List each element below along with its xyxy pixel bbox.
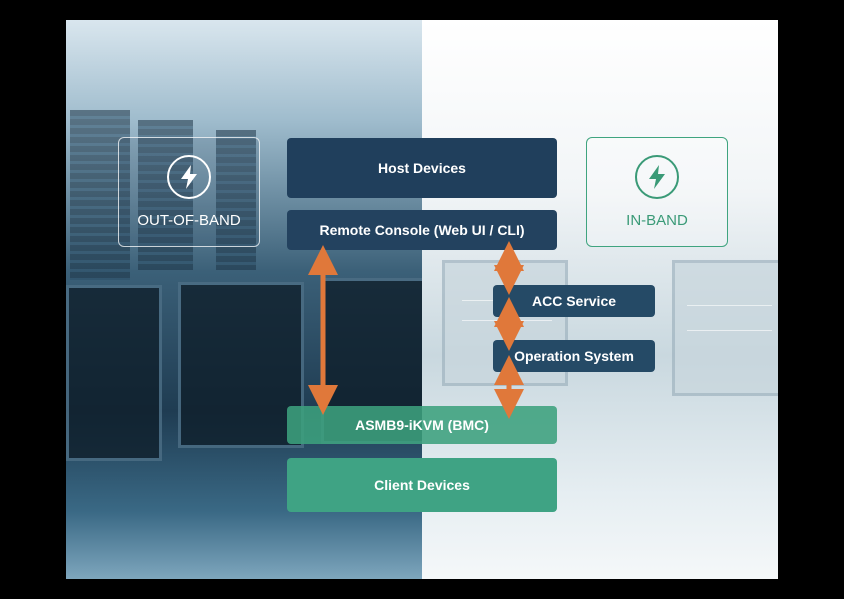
lightning-icon <box>167 155 211 199</box>
out-of-band-box: OUT-OF-BAND <box>118 137 260 247</box>
out-of-band-label: OUT-OF-BAND <box>137 212 241 229</box>
in-band-label: IN-BAND <box>626 212 688 229</box>
in-band-box: IN-BAND <box>586 137 728 247</box>
host-devices-block: Host Devices <box>287 138 557 198</box>
client-devices-block: Client Devices <box>287 458 557 512</box>
lightning-icon <box>635 155 679 199</box>
